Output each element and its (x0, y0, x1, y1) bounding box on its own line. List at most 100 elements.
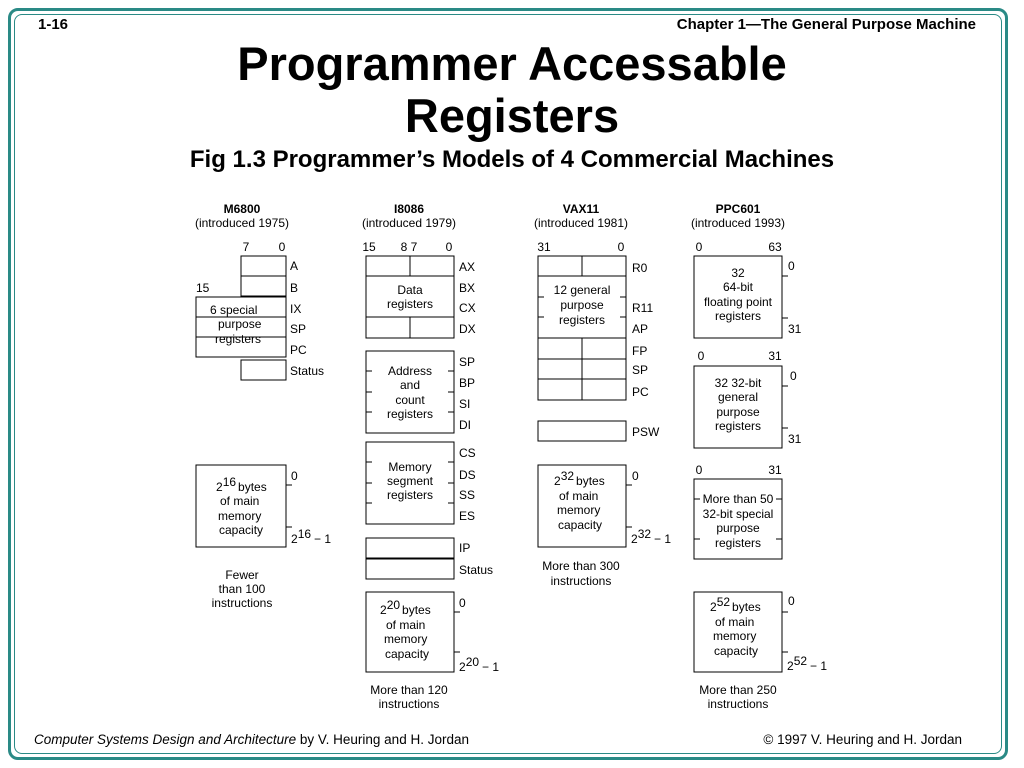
vax11-mem-end-exp: 32 (638, 527, 652, 541)
ppc601-gp-registers-box (693, 365, 783, 449)
slide-title-line-1: Programmer Accessable (237, 37, 787, 90)
ppc601-mem-line-2: of main (715, 615, 754, 629)
ppc601-memory-box (693, 591, 783, 673)
ppc601-mem-end-base: 2 (787, 659, 794, 673)
m6800-instructions-3: instructions (212, 596, 273, 610)
m6800-mem-line-1: bytes (238, 480, 267, 494)
m6800-reg-status: Status (290, 364, 324, 378)
ppc601-sp-line-1: More than 50 (703, 492, 774, 506)
ppc601-sp-line-2: 32-bit special (703, 507, 774, 521)
vax11-general-line-3: registers (559, 313, 605, 327)
m6800-status-box (240, 359, 287, 381)
ppc601-sp-line-3: purpose (716, 521, 760, 535)
i8086-mem-line-1: bytes (402, 603, 431, 617)
i8086-column: I8086 (introduced 1979) 15 8 7 0 Data re… (362, 202, 499, 711)
ppc601-introduced: (introduced 1993) (691, 216, 785, 230)
m6800-reg-pc: PC (290, 343, 307, 357)
ppc601-sp-bit-0: 0 (696, 463, 703, 477)
ppc601-fp-line-1: 32 (731, 266, 745, 280)
m6800-mem-line-3: memory (218, 509, 261, 523)
i8086-mem-end-exp: 20 (466, 655, 480, 669)
vax11-introduced: (introduced 1981) (534, 216, 628, 230)
i8086-address-registers-box (365, 350, 455, 434)
m6800-mem-line-2: of main (220, 494, 259, 508)
i8086-instructions-1: More than 120 (370, 683, 448, 697)
i8086-reg-bp: BP (459, 376, 475, 390)
i8086-data-line-1: Data (397, 283, 423, 297)
i8086-reg-es: ES (459, 509, 475, 523)
m6800-reg-b-box (240, 275, 287, 297)
i8086-reg-bx: BX (459, 281, 475, 295)
m6800-instructions-2: than 100 (219, 582, 266, 596)
i8086-status-box (365, 558, 455, 580)
figure-caption: Fig 1.3 Programmer’s Models of 4 Commerc… (189, 146, 835, 173)
ppc601-special-registers-box (693, 478, 783, 560)
m6800-bit-15: 15 (196, 281, 210, 295)
ppc601-sp-bit-31: 31 (768, 463, 782, 477)
i8086-instructions-2: instructions (379, 697, 440, 711)
m6800-reg-sp: SP (290, 322, 306, 336)
i8086-address-line-1: Address (388, 364, 432, 378)
ppc601-fp-line-2: 64-bit (723, 280, 754, 294)
ppc601-fp-line-4: registers (715, 309, 761, 323)
vax11-mem-exp: 32 (561, 469, 575, 483)
vax11-instructions-2: instructions (551, 574, 612, 588)
ppc601-mem-line-4: capacity (714, 644, 758, 658)
m6800-special-line-1: 6 special (210, 303, 257, 317)
vax11-reg-sp: SP (632, 363, 648, 377)
svg-text:252− 1: 252− 1 (787, 654, 827, 673)
m6800-reg-ix: IX (290, 302, 301, 316)
i8086-reg-ip: IP (459, 541, 470, 555)
m6800-mem-base: 2 (216, 480, 223, 494)
vax11-reg-r11: R11 (632, 301, 653, 315)
vax11-name: VAX11 (563, 202, 600, 216)
i8086-reg-cs: CS (459, 446, 476, 460)
i8086-bit-8-7: 8 7 (401, 240, 418, 254)
m6800-special-line-2: purpose (218, 317, 262, 331)
footer-authors: by V. Heuring and H. Jordan (296, 732, 469, 747)
i8086-reg-cx: CX (459, 301, 476, 315)
ppc601-gp-line-2: general (718, 390, 758, 404)
i8086-ip-box (365, 537, 455, 559)
m6800-special-line-3: registers (215, 332, 261, 346)
ppc601-name: PPC601 (716, 202, 761, 216)
i8086-segment-line-1: Memory (388, 460, 431, 474)
vax11-mem-base: 2 (554, 474, 561, 488)
vax11-mem-line-1: bytes (576, 474, 605, 488)
ppc601-gp-bit-0: 0 (698, 349, 705, 363)
vax11-mem-start: 0 (632, 469, 639, 483)
i8086-mem-line-3: memory (384, 632, 427, 646)
i8086-mem-end-base: 2 (459, 660, 466, 674)
ppc601-gp-line-3: purpose (716, 405, 760, 419)
m6800-reg-b: B (290, 281, 298, 295)
ppc601-mem-line-1: bytes (732, 600, 761, 614)
i8086-name: I8086 (394, 202, 424, 216)
ppc601-mem-line-3: memory (713, 629, 756, 643)
vax11-reg-fp: FP (632, 344, 647, 358)
m6800-bit-7: 7 (243, 240, 250, 254)
m6800-memory-box (195, 464, 287, 548)
vax11-general-line-1: 12 general (554, 283, 611, 297)
footer-book-title: Computer Systems Design and Architecture (34, 732, 297, 747)
vax11-psw-box (537, 420, 627, 442)
footer-copyright: © 1997 V. Heuring and H. Jordan (763, 732, 962, 747)
vax11-memory-box (537, 464, 627, 548)
vax11-reg-r0: R0 (632, 261, 648, 275)
i8086-segment-line-3: registers (387, 488, 433, 502)
ppc601-mem-start: 0 (788, 594, 795, 608)
i8086-segment-registers-box (365, 441, 455, 525)
vax11-instructions-1: More than 300 (542, 559, 620, 573)
slide-frame-inner (14, 14, 1002, 754)
i8086-reg-ds: DS (459, 468, 476, 482)
m6800-instructions-1: Fewer (225, 568, 258, 582)
ppc601-gp-range-31: 31 (788, 432, 802, 446)
m6800-special-box (195, 296, 287, 358)
vax11-mem-end-rest: − 1 (654, 532, 671, 546)
i8086-memory-box (365, 591, 455, 673)
m6800-column: M6800 (introduced 1975) 7 0 15 6 special… (195, 202, 331, 610)
